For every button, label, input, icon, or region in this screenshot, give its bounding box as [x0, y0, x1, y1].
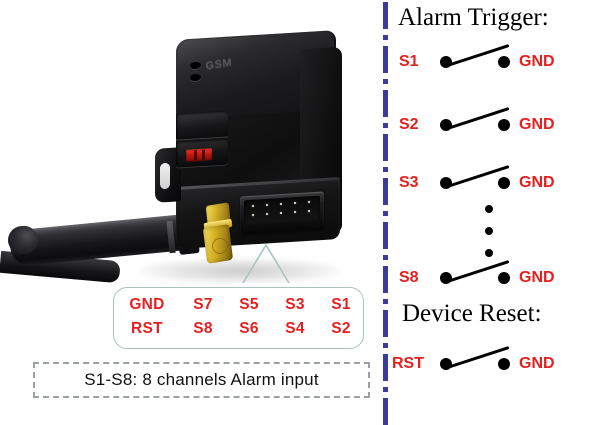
pin-label: S3 — [285, 296, 305, 313]
schematic-panel: Alarm Trigger: S1 GND S2 GND S3 GND S8 — [388, 0, 600, 404]
divider-dot — [383, 299, 388, 304]
device-reset-heading: Device Reset: — [402, 300, 542, 327]
pin-label: S8 — [193, 320, 213, 337]
divider-dot — [383, 255, 388, 260]
divider-dash — [383, 178, 388, 205]
switch-blade-icon — [446, 107, 510, 130]
divider-dot — [383, 167, 388, 172]
switch-left-label: S8 — [399, 269, 419, 286]
device-drop-shadow — [140, 258, 340, 284]
pin-label: S5 — [239, 296, 259, 313]
divider-dash — [383, 46, 388, 73]
switch-right-label: GND — [519, 53, 555, 70]
divider-dash — [383, 222, 388, 249]
divider-dot — [383, 123, 388, 128]
caption-text: S1-S8: 8 channels Alarm input — [84, 370, 319, 389]
switch-blade-icon — [446, 260, 510, 283]
switch-row-s8: S8 GND — [388, 258, 600, 298]
divider-dash — [383, 90, 388, 117]
pin-label: RST — [131, 320, 163, 337]
caption-box: S1-S8: 8 channels Alarm input — [33, 362, 370, 398]
pin-label: S1 — [331, 296, 351, 313]
divider-dash — [383, 310, 388, 337]
switch-left-label: S1 — [399, 53, 419, 70]
device-photo-panel: GSM GND S7 S5 S3 S1 RST S8 S6 — [0, 0, 375, 349]
switch-blade-icon — [446, 44, 510, 67]
pin-label: S6 — [239, 320, 259, 337]
pin-label: S7 — [193, 296, 213, 313]
terminal-dot-right — [498, 56, 510, 68]
switch-right-label: GND — [519, 269, 555, 286]
pin-label: S2 — [331, 320, 351, 337]
switch-right-label: GND — [519, 116, 555, 133]
divider-dot — [383, 211, 388, 216]
divider-dot — [383, 387, 388, 392]
callout-leader-lines — [239, 243, 293, 289]
figure-canvas: GSM GND S7 S5 S3 S1 RST S8 S6 — [0, 0, 600, 404]
terminal-dot-right — [498, 272, 510, 284]
pin-legend-row-top: GND S7 S5 S3 S1 — [114, 294, 365, 316]
divider-dash — [383, 2, 388, 29]
terminal-dot-right — [498, 177, 510, 189]
switch-blade-icon — [446, 165, 510, 188]
terminal-dot-right — [498, 119, 510, 131]
divider-dash — [383, 354, 388, 381]
divider-dot — [383, 79, 388, 84]
switch-right-label: GND — [519, 174, 555, 191]
pin-label: S4 — [285, 320, 305, 337]
divider-dash — [383, 266, 388, 293]
switch-left-label: S2 — [399, 116, 419, 133]
vertical-ellipsis-icon — [483, 205, 497, 265]
divider-dash — [383, 134, 388, 161]
switch-left-label: RST — [392, 355, 424, 372]
terminal-dot-right — [498, 358, 510, 370]
alarm-trigger-heading: Alarm Trigger: — [398, 4, 549, 31]
switch-row-s1: S1 GND — [388, 42, 600, 82]
pin-label: GND — [129, 296, 165, 313]
switch-row-s3: S3 GND — [388, 163, 600, 203]
pin-legend-row-bottom: RST S8 S6 S4 S2 — [114, 318, 365, 340]
switch-row-s2: S2 GND — [388, 105, 600, 145]
divider-dot — [383, 35, 388, 40]
divider-dot — [383, 343, 388, 348]
switch-right-label: GND — [519, 355, 555, 372]
switch-row-rst: RST GND — [388, 344, 600, 384]
switch-left-label: S3 — [399, 174, 419, 191]
switch-blade-icon — [446, 346, 510, 369]
pin-legend-callout: GND S7 S5 S3 S1 RST S8 S6 S4 S2 — [113, 287, 364, 349]
